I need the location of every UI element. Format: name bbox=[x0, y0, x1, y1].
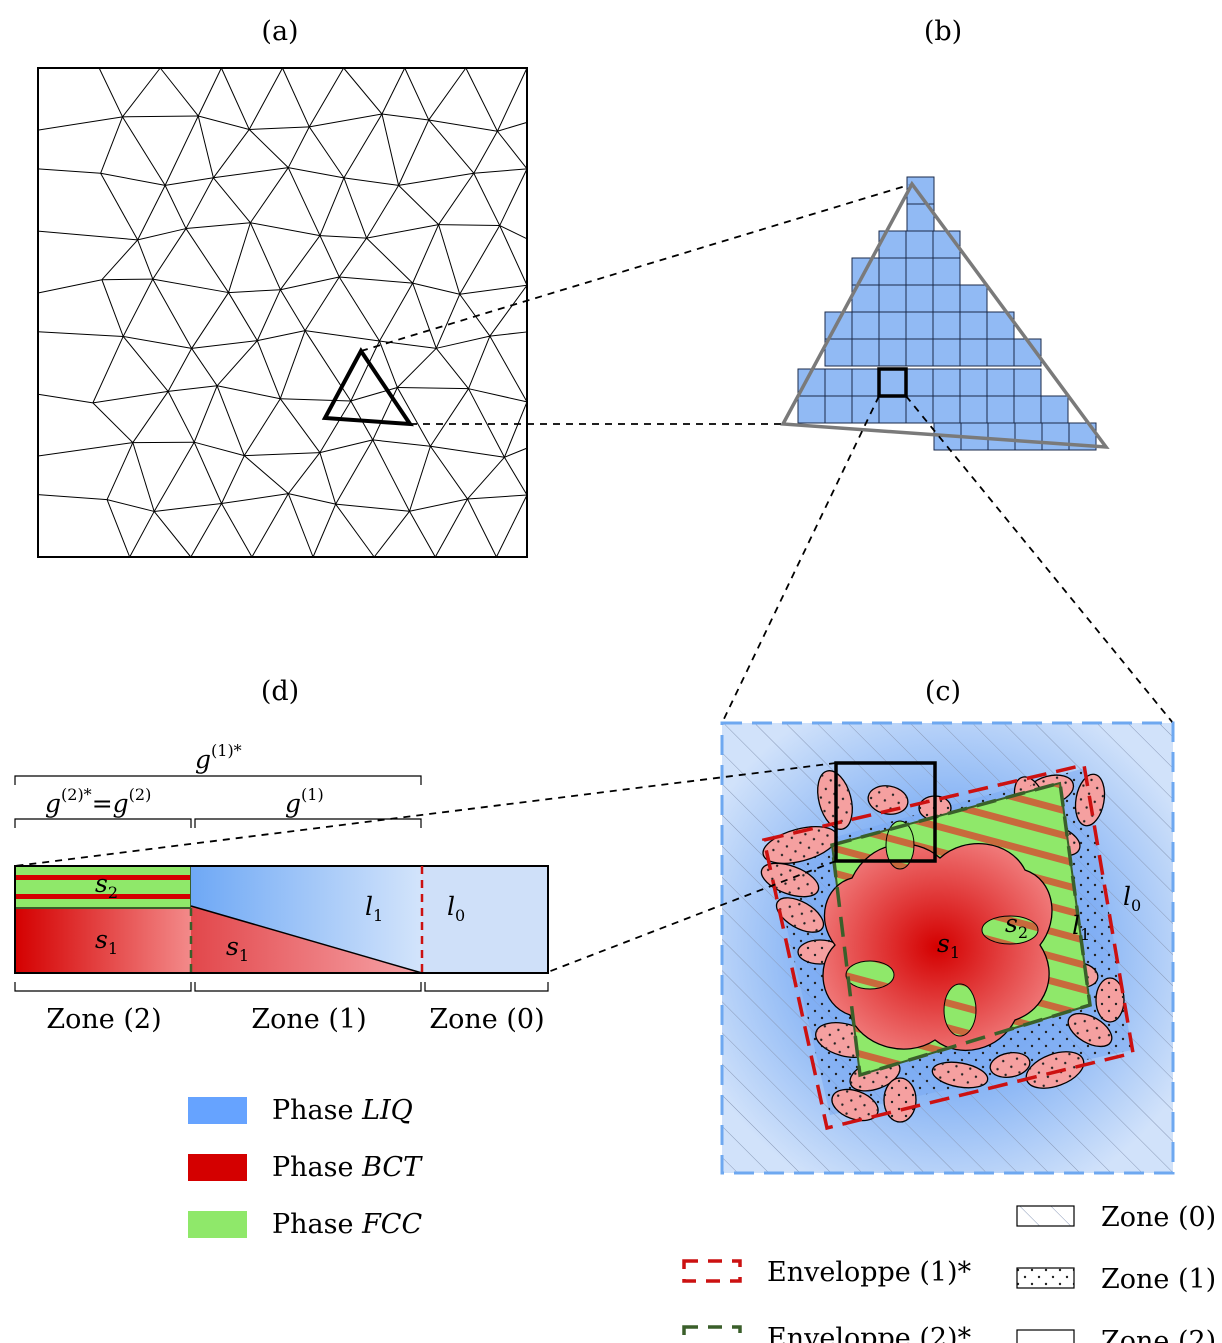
panel-label-d: (d) bbox=[261, 676, 299, 707]
zoom-lines-b-c bbox=[721, 395, 1174, 724]
d-zone1-label: Zone (1) bbox=[251, 1004, 366, 1035]
zone-legend-label-1: Zone (1) bbox=[1101, 1264, 1216, 1295]
envelope-label-1: Enveloppe (1)* bbox=[767, 1257, 972, 1288]
panel-c-border bbox=[720, 721, 1175, 1175]
phase-label-fcc: Phase FCC bbox=[272, 1209, 422, 1240]
envelope-swatch-2 bbox=[682, 1325, 742, 1343]
d-s1-mid-label: s1 bbox=[226, 932, 249, 965]
phase-swatch-fcc bbox=[188, 1211, 247, 1238]
phase-legend: Phase LIQ Phase BCT Phase FCC bbox=[188, 1095, 423, 1240]
phase-swatch-bct bbox=[188, 1154, 247, 1181]
phase-label-bct: Phase BCT bbox=[272, 1152, 423, 1183]
envelope-swatch-1 bbox=[682, 1259, 742, 1283]
panel-b-grid-triangle bbox=[780, 176, 1110, 451]
c-l0-label: l0 bbox=[1123, 882, 1141, 915]
d-g2star-label: g(2)*=g(2) bbox=[45, 785, 151, 818]
zone-legend-label-2: Zone (2) bbox=[1101, 1326, 1216, 1343]
phase-label-liq: Phase LIQ bbox=[272, 1095, 413, 1126]
d-g1star-label: g(1)* bbox=[195, 741, 242, 774]
panel-d-schematic: g(1)* g(2)*=g(2) g(1) s2 s1 s1 l1 l0 Zon… bbox=[14, 741, 549, 1035]
zone-swatch-2 bbox=[1016, 1329, 1075, 1343]
phase-swatch-liq bbox=[188, 1097, 247, 1124]
zone-legend-label-0: Zone (0) bbox=[1101, 1202, 1216, 1233]
zoom-lines-c-d bbox=[14, 762, 837, 973]
d-l1-label: l1 bbox=[365, 892, 383, 925]
s1-grain bbox=[822, 843, 1053, 1052]
envelope-1-outline bbox=[761, 762, 1135, 1131]
selected-element-triangle bbox=[321, 347, 414, 427]
c-s1-label: s1 bbox=[937, 929, 960, 962]
panel-c-microstructure: s1 s2 l1 l0 bbox=[720, 721, 1175, 1175]
d-s2-label: s2 bbox=[95, 869, 118, 902]
d-l0-label: l0 bbox=[447, 892, 465, 925]
zone-legend: Zone (0) Zone (1) Zone (2) bbox=[1016, 1202, 1216, 1343]
envelope-legend: Enveloppe (1)* Enveloppe (2)* bbox=[682, 1257, 972, 1343]
d-s1-left-label: s1 bbox=[95, 925, 118, 958]
zone-swatch-1 bbox=[1016, 1267, 1075, 1289]
panel-label-c: (c) bbox=[925, 676, 961, 707]
envelope-2-outline bbox=[830, 780, 1092, 1078]
d-g1-label: g(1) bbox=[285, 785, 324, 818]
zoom-box-c bbox=[834, 761, 937, 863]
zoom-lines-a-b bbox=[360, 183, 913, 425]
selected-cell bbox=[877, 367, 908, 398]
zone-swatch-0 bbox=[1016, 1205, 1075, 1227]
envelope-label-2: Enveloppe (2)* bbox=[767, 1323, 972, 1343]
d-zone0-label: Zone (0) bbox=[429, 1004, 544, 1035]
panel-label-b: (b) bbox=[924, 16, 962, 47]
d-zone2-label: Zone (2) bbox=[46, 1004, 161, 1035]
c-l1-label: l1 bbox=[1072, 911, 1090, 944]
panel-a-mesh bbox=[37, 67, 528, 558]
panel-label-a: (a) bbox=[261, 16, 298, 47]
c-s2-label: s2 bbox=[1005, 909, 1028, 942]
